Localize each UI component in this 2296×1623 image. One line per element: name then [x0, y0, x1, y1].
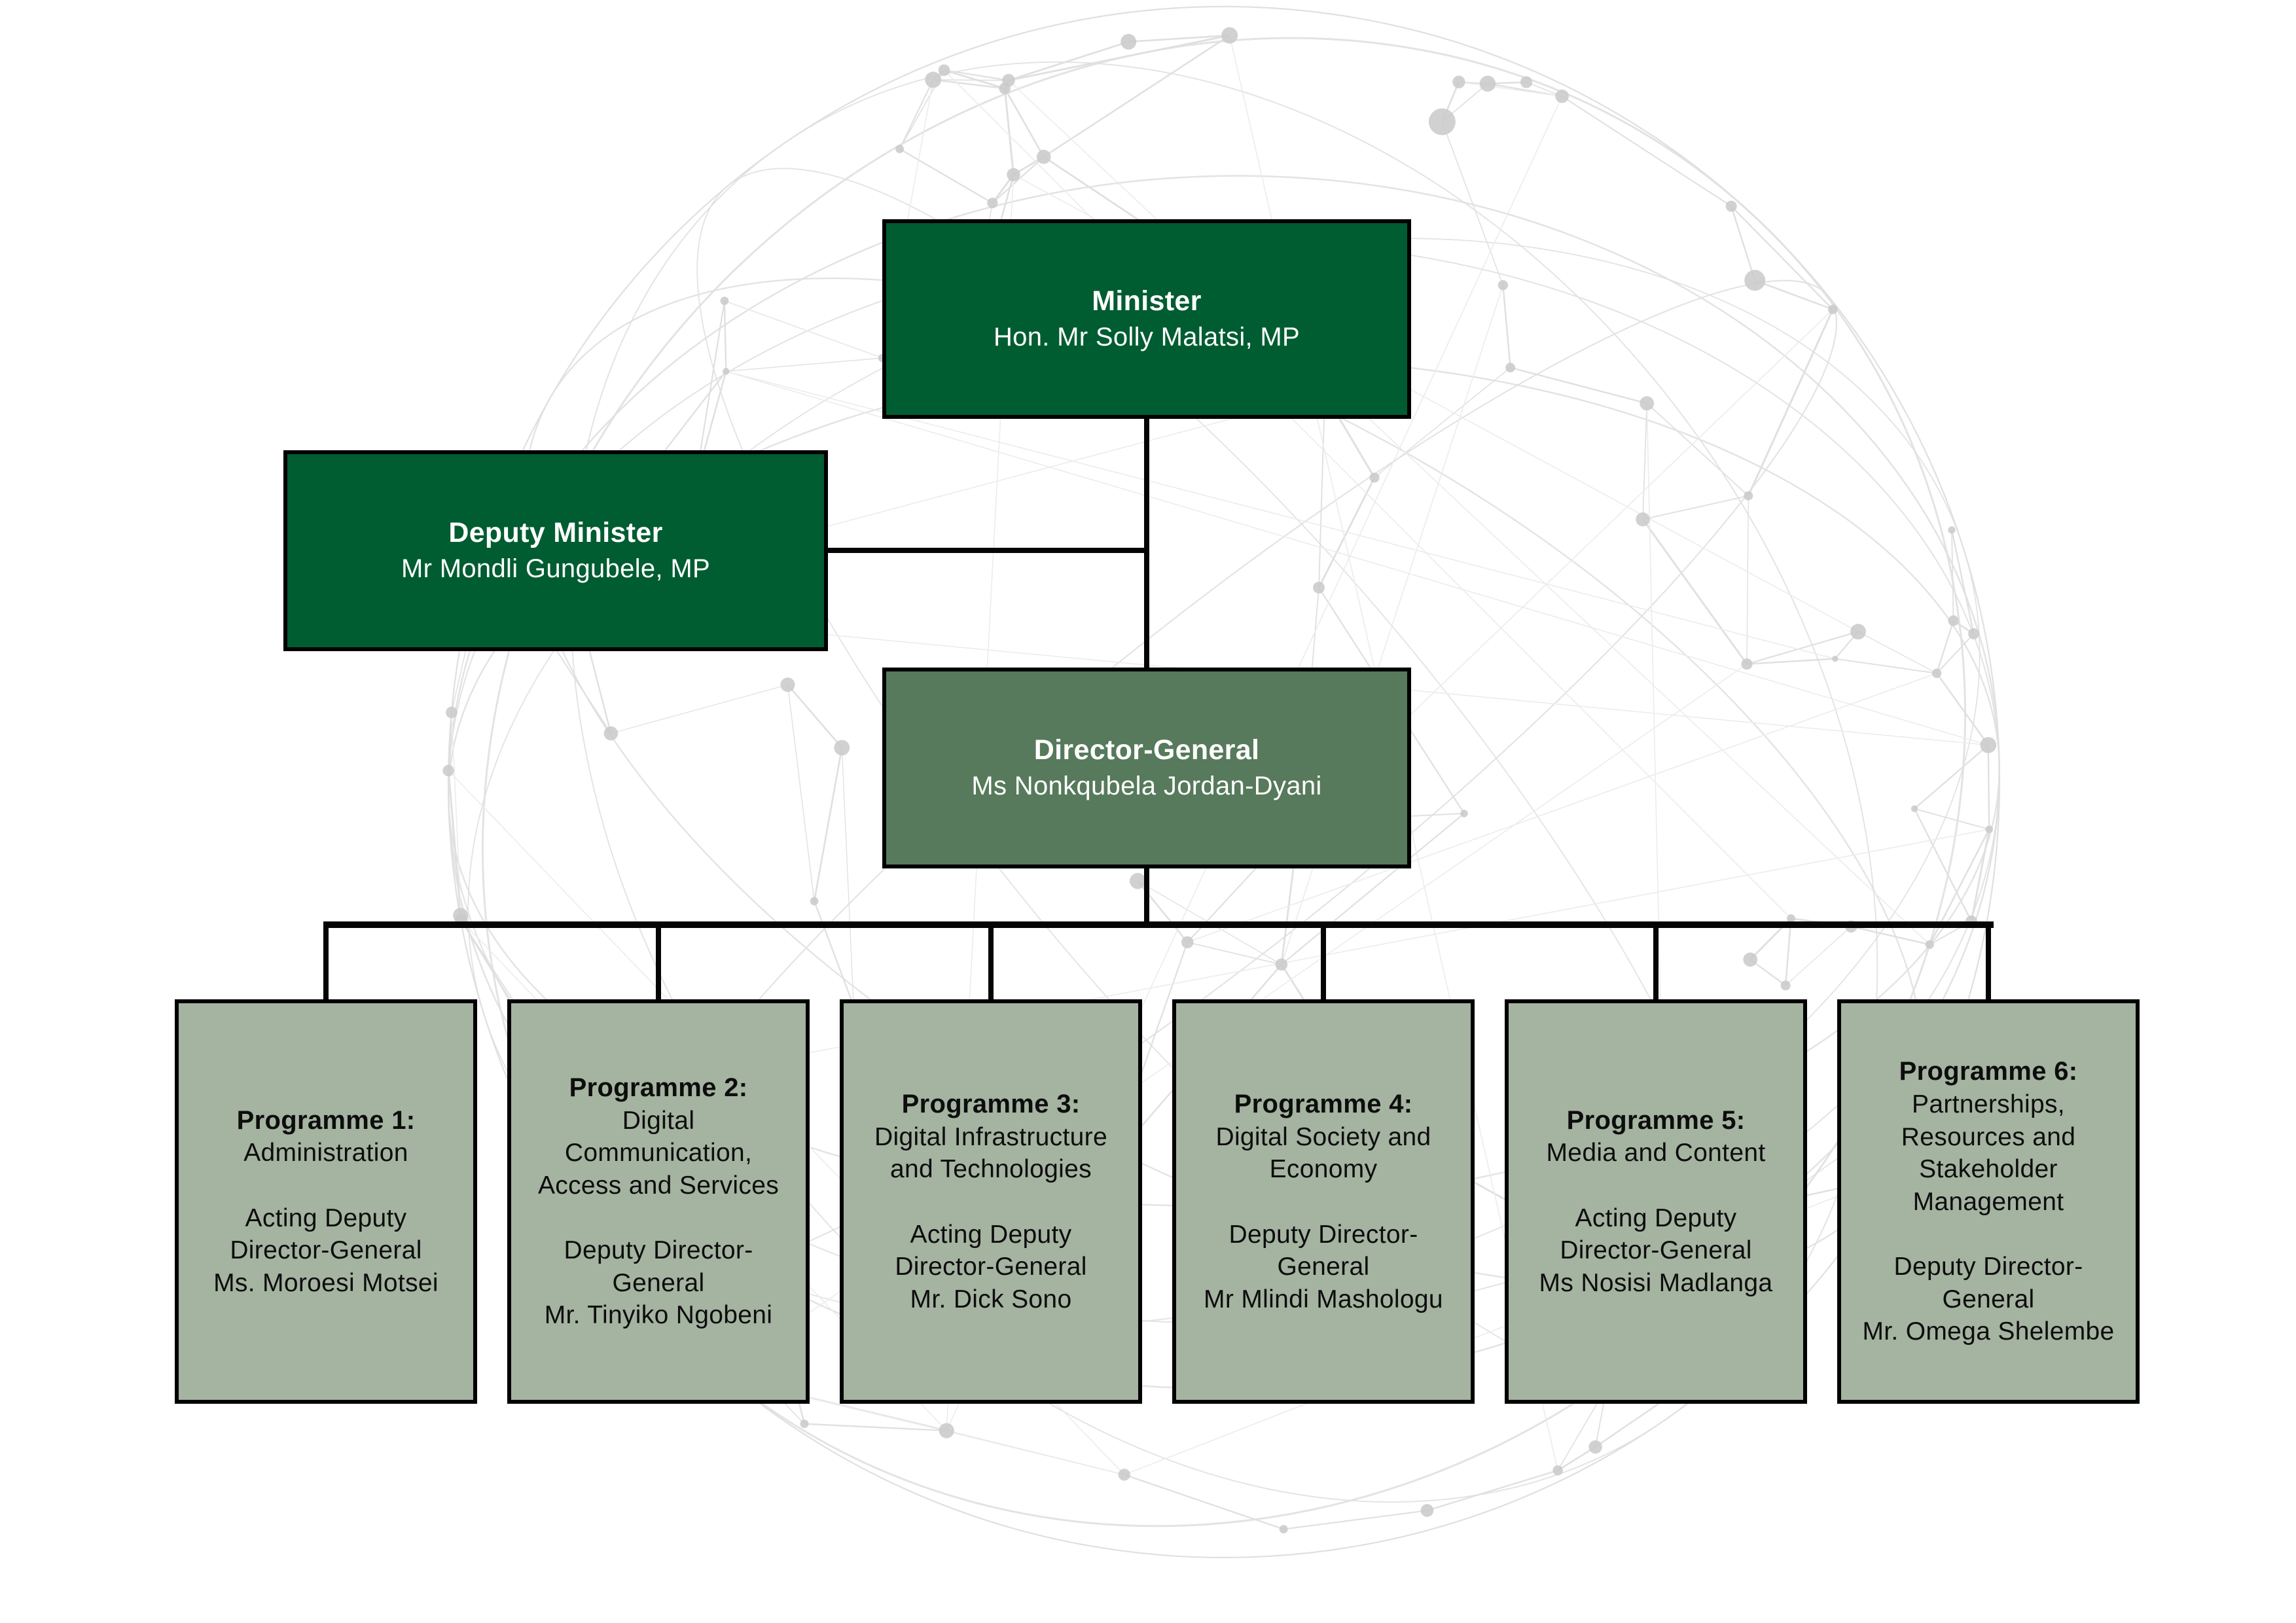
director-general-title: Director-General: [1033, 734, 1260, 766]
programme-5-role: Acting Deputy Director-General: [1560, 1204, 1752, 1265]
programme-4-unit: Digital Society and Economy: [1215, 1122, 1431, 1184]
programme-3-label: Programme 3:: [901, 1089, 1081, 1118]
minister-name: Hon. Mr Solly Malatsi, MP: [993, 323, 1300, 352]
programme-5-unit: Media and Content: [1546, 1139, 1766, 1168]
programme-1-label: Programme 1:: [236, 1105, 416, 1135]
connector-drop-programme-4: [1321, 924, 1326, 1003]
programme-5-name: Ms Nosisi Madlanga: [1539, 1268, 1773, 1297]
connector-drop-programme-5: [1653, 924, 1659, 1003]
programme-6-name: Mr. Omega Shelembe: [1862, 1317, 2115, 1346]
programme-1-unit: Administration: [243, 1139, 408, 1168]
programme-3-box: Programme 3: Digital Infrastructure and …: [840, 999, 1142, 1404]
deputy-minister-name: Mr Mondli Gungubele, MP: [401, 554, 710, 584]
director-general-box: Director-General Ms Nonkqubela Jordan-Dy…: [882, 668, 1411, 868]
minister-box: Minister Hon. Mr Solly Malatsi, MP: [882, 219, 1411, 419]
programme-4-label: Programme 4:: [1234, 1089, 1413, 1118]
programme-2-box: Programme 2: Digital Communication, Acce…: [507, 999, 810, 1404]
connector-drop-programme-2: [656, 924, 661, 1003]
programme-6-label: Programme 6:: [1899, 1057, 2078, 1086]
programme-5-box: Programme 5: Media and Content Acting De…: [1505, 999, 1807, 1404]
deputy-minister-title: Deputy Minister: [448, 516, 663, 548]
programme-6-unit: Partnerships, Resources and Stakeholder …: [1901, 1090, 2076, 1216]
programme-6-role: Deputy Director-General: [1893, 1253, 2083, 1313]
programme-6-box: Programme 6: Partnerships, Resources and…: [1837, 999, 2140, 1404]
minister-title: Minister: [1092, 285, 1202, 317]
deputy-minister-box: Deputy Minister Mr Mondli Gungubele, MP: [283, 450, 828, 651]
connector-dg-to-bus: [1144, 866, 1149, 926]
programme-3-unit: Digital Infrastructure and Technologies: [874, 1122, 1107, 1184]
programme-1-box: Programme 1: Administration Acting Deput…: [175, 999, 477, 1404]
programme-2-role: Deputy Director-General: [564, 1236, 753, 1297]
connector-drop-programme-3: [988, 924, 994, 1003]
connector-minister-to-dg: [1144, 416, 1149, 670]
connector-bus: [323, 921, 1994, 928]
programme-2-unit: Digital Communication, Access and Servic…: [537, 1106, 780, 1200]
programme-5-label: Programme 5:: [1566, 1105, 1746, 1135]
connector-drop-programme-6: [1986, 924, 1991, 1003]
programme-2-name: Mr. Tinyiko Ngobeni: [544, 1301, 773, 1330]
programme-1-role: Acting Deputy Director-General: [230, 1204, 422, 1265]
programme-4-name: Mr Mlindi Mashologu: [1204, 1285, 1443, 1313]
programme-3-name: Mr. Dick Sono: [910, 1285, 1072, 1313]
director-general-name: Ms Nonkqubela Jordan-Dyani: [971, 772, 1322, 801]
programme-4-role: Deputy Director-General: [1229, 1220, 1418, 1281]
programme-4-box: Programme 4: Digital Society and Economy…: [1172, 999, 1475, 1404]
programme-3-role: Acting Deputy Director-General: [895, 1220, 1087, 1281]
programme-2-label: Programme 2:: [569, 1073, 748, 1103]
programme-1-name: Ms. Moroesi Motsei: [213, 1268, 439, 1297]
connector-drop-programme-1: [323, 924, 329, 1003]
connector-deputy-minister-to-trunk: [825, 548, 1149, 553]
